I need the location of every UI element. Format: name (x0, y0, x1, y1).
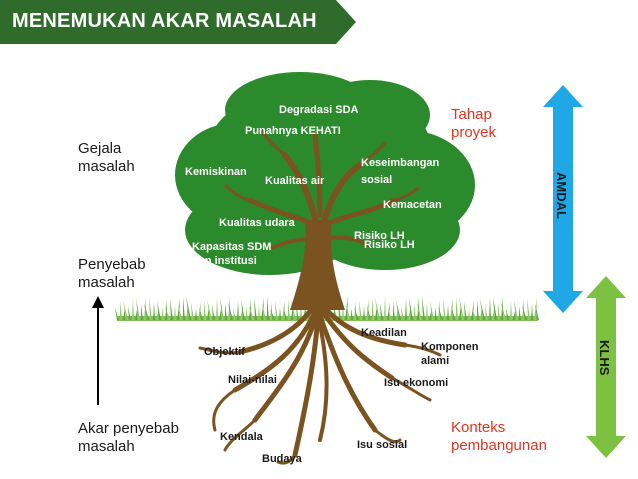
root-label: Komponen alami (421, 341, 479, 367)
canopy-label: Keseimbangan sosial (361, 157, 440, 186)
tahap-proyek-label: Tahap proyek (451, 106, 497, 141)
root-label: Budaya (262, 453, 302, 465)
root-label: Isu ekonomi (384, 377, 449, 389)
amdal-arrow (543, 85, 583, 313)
canopy-label: Kemiskinan (185, 166, 247, 178)
amdal-label: AMDAL (554, 172, 569, 219)
gejala-label: Gejala masalah (78, 140, 135, 175)
klhs-arrow (586, 276, 626, 458)
penyebab-label: Penyebab masalah (78, 256, 146, 291)
root-label: Nilai-nilai (228, 374, 277, 386)
konteks-label: Konteks pembangunan (451, 419, 547, 454)
akar-label: Akar penyebab masalah (78, 420, 179, 455)
canopy-label: Kualitas udara (219, 217, 295, 229)
canopy-label: Kemacetan (383, 199, 442, 211)
tree-canopy (175, 72, 475, 275)
canopy-label: Kualitas air (265, 175, 325, 187)
root-label: Objektif (204, 346, 245, 358)
up-arrow (92, 296, 104, 405)
title-banner (0, 0, 356, 44)
canopy-label: Kapasitas SDM dan institusi (192, 241, 272, 267)
root-label: Isu sosial (357, 439, 408, 451)
tree-trunk (224, 130, 420, 310)
root-label: Kendala (220, 431, 263, 443)
canopy-label: Punahnya KEHATI (245, 125, 341, 137)
root-label: Keadilan (361, 327, 407, 339)
canopy-label: Risiko LH (364, 239, 415, 251)
canopy-label: Degradasi SDA (279, 104, 359, 116)
canopy-label: Risiko LH (354, 230, 405, 242)
klhs-label: KLHS (597, 340, 612, 376)
page-title: MENEMUKAN AKAR MASALAH (12, 10, 317, 32)
